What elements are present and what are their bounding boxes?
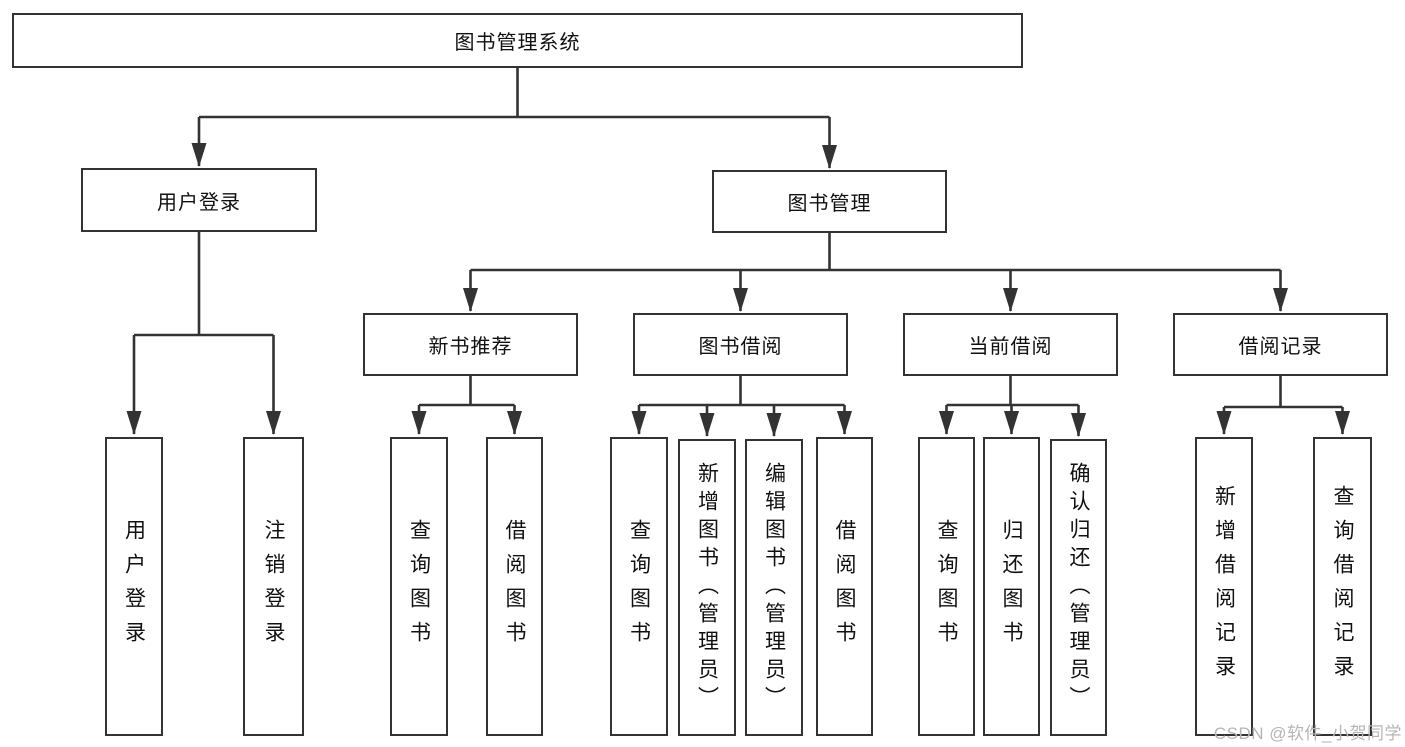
leaf-add-books-admin: 新增图书（管理员） xyxy=(678,439,736,736)
leaf-label: 借阅图书 xyxy=(833,518,856,655)
connector-root-to-level2 xyxy=(191,68,837,169)
leaf-label: 确认归还（管理员） xyxy=(1067,461,1090,714)
leaf-query-books-borrowing: 查询图书 xyxy=(610,437,668,736)
node-user-login: 用户登录 xyxy=(81,168,317,232)
node-new-book-recommend: 新书推荐 xyxy=(363,313,578,376)
connector-borrowing-records-children xyxy=(1216,376,1350,435)
connector-book-management-to-level3 xyxy=(463,233,1288,312)
connector-current-borrowing-children xyxy=(939,376,1086,437)
node-current-borrowing: 当前借阅 xyxy=(903,313,1118,376)
leaf-label: 用户登录 xyxy=(122,518,146,655)
leaf-label: 查询借阅记录 xyxy=(1331,484,1354,689)
leaf-logout: 注销登录 xyxy=(243,437,304,736)
connector-book-borrowing-children xyxy=(631,376,852,437)
leaf-label: 查询图书 xyxy=(627,518,651,655)
leaf-edit-books-admin: 编辑图书（管理员） xyxy=(745,439,803,736)
leaf-label: 归还图书 xyxy=(1000,518,1023,655)
leaf-label: 借阅图书 xyxy=(503,518,526,655)
node-root: 图书管理系统 xyxy=(12,13,1023,68)
leaf-label: 查询图书 xyxy=(407,518,431,655)
leaf-borrow-books-recommend: 借阅图书 xyxy=(486,437,543,736)
connector-new-book-children xyxy=(411,376,522,435)
leaf-query-borrow-record: 查询借阅记录 xyxy=(1313,437,1372,736)
leaf-label: 注销登录 xyxy=(262,518,285,655)
leaf-label: 新增图书（管理员） xyxy=(695,461,719,714)
node-book-management: 图书管理 xyxy=(712,170,947,233)
leaf-borrow-books: 借阅图书 xyxy=(816,437,873,736)
leaf-add-borrow-record: 新增借阅记录 xyxy=(1195,437,1253,736)
leaf-label: 查询图书 xyxy=(935,518,958,655)
leaf-return-books: 归还图书 xyxy=(983,437,1040,736)
node-book-borrowing: 图书借阅 xyxy=(633,313,848,376)
connector-user-login-children xyxy=(126,232,281,435)
leaf-confirm-return-admin: 确认归还（管理员） xyxy=(1050,439,1107,736)
leaf-label: 编辑图书（管理员） xyxy=(762,461,786,714)
leaf-query-books-current: 查询图书 xyxy=(918,437,975,736)
leaf-label: 新增借阅记录 xyxy=(1212,484,1236,689)
leaf-query-books-recommend: 查询图书 xyxy=(390,437,448,736)
node-borrowing-records: 借阅记录 xyxy=(1173,313,1388,376)
watermark: CSDN @软件_小贺同学 xyxy=(1213,724,1402,743)
leaf-user-login: 用户登录 xyxy=(105,437,163,736)
